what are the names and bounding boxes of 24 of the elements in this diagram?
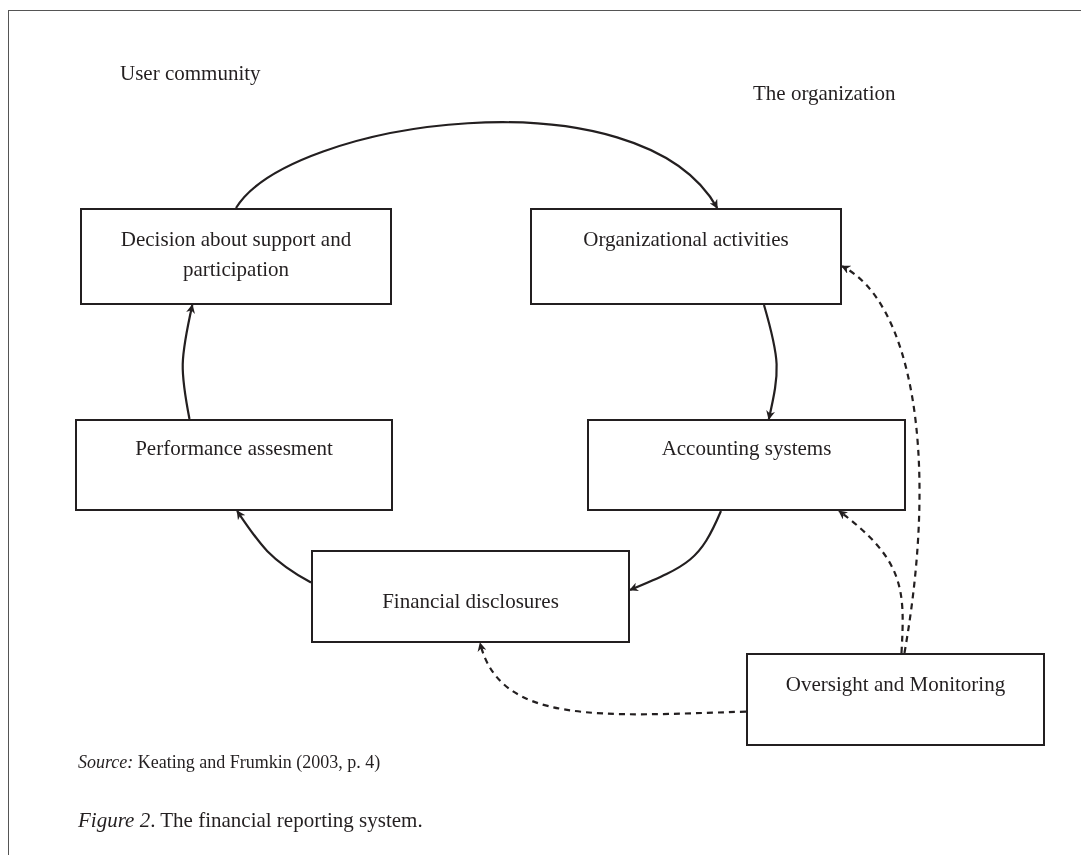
figure-caption: Figure 2. The financial reporting system. — [78, 807, 423, 834]
arrow — [236, 510, 312, 584]
arrow — [235, 121, 719, 209]
region-label: The organization — [753, 80, 896, 107]
process-box — [587, 419, 906, 511]
dashed-arrow — [838, 510, 904, 654]
arrow — [762, 304, 778, 420]
process-box — [746, 653, 1045, 746]
process-box — [530, 208, 842, 305]
arrow — [629, 510, 722, 591]
box-text: Financial disclosures — [381, 588, 560, 615]
dashed-arrow — [841, 265, 921, 654]
process-box — [311, 550, 630, 643]
box-text: Performance assesment — [134, 435, 334, 462]
process-box — [80, 208, 392, 305]
arrow — [181, 304, 195, 420]
dashed-arrow — [478, 642, 747, 716]
box-text: Oversight and Monitoring — [784, 671, 1007, 698]
process-box — [75, 419, 393, 511]
box-text: Accounting systems — [660, 435, 833, 462]
source-note: Source: Keating and Frumkin (2003, p. 4) — [78, 751, 381, 774]
box-text: Organizational activities — [582, 226, 790, 253]
box-text: Decision about support and participation — [119, 226, 353, 283]
region-label: User community — [120, 60, 261, 87]
